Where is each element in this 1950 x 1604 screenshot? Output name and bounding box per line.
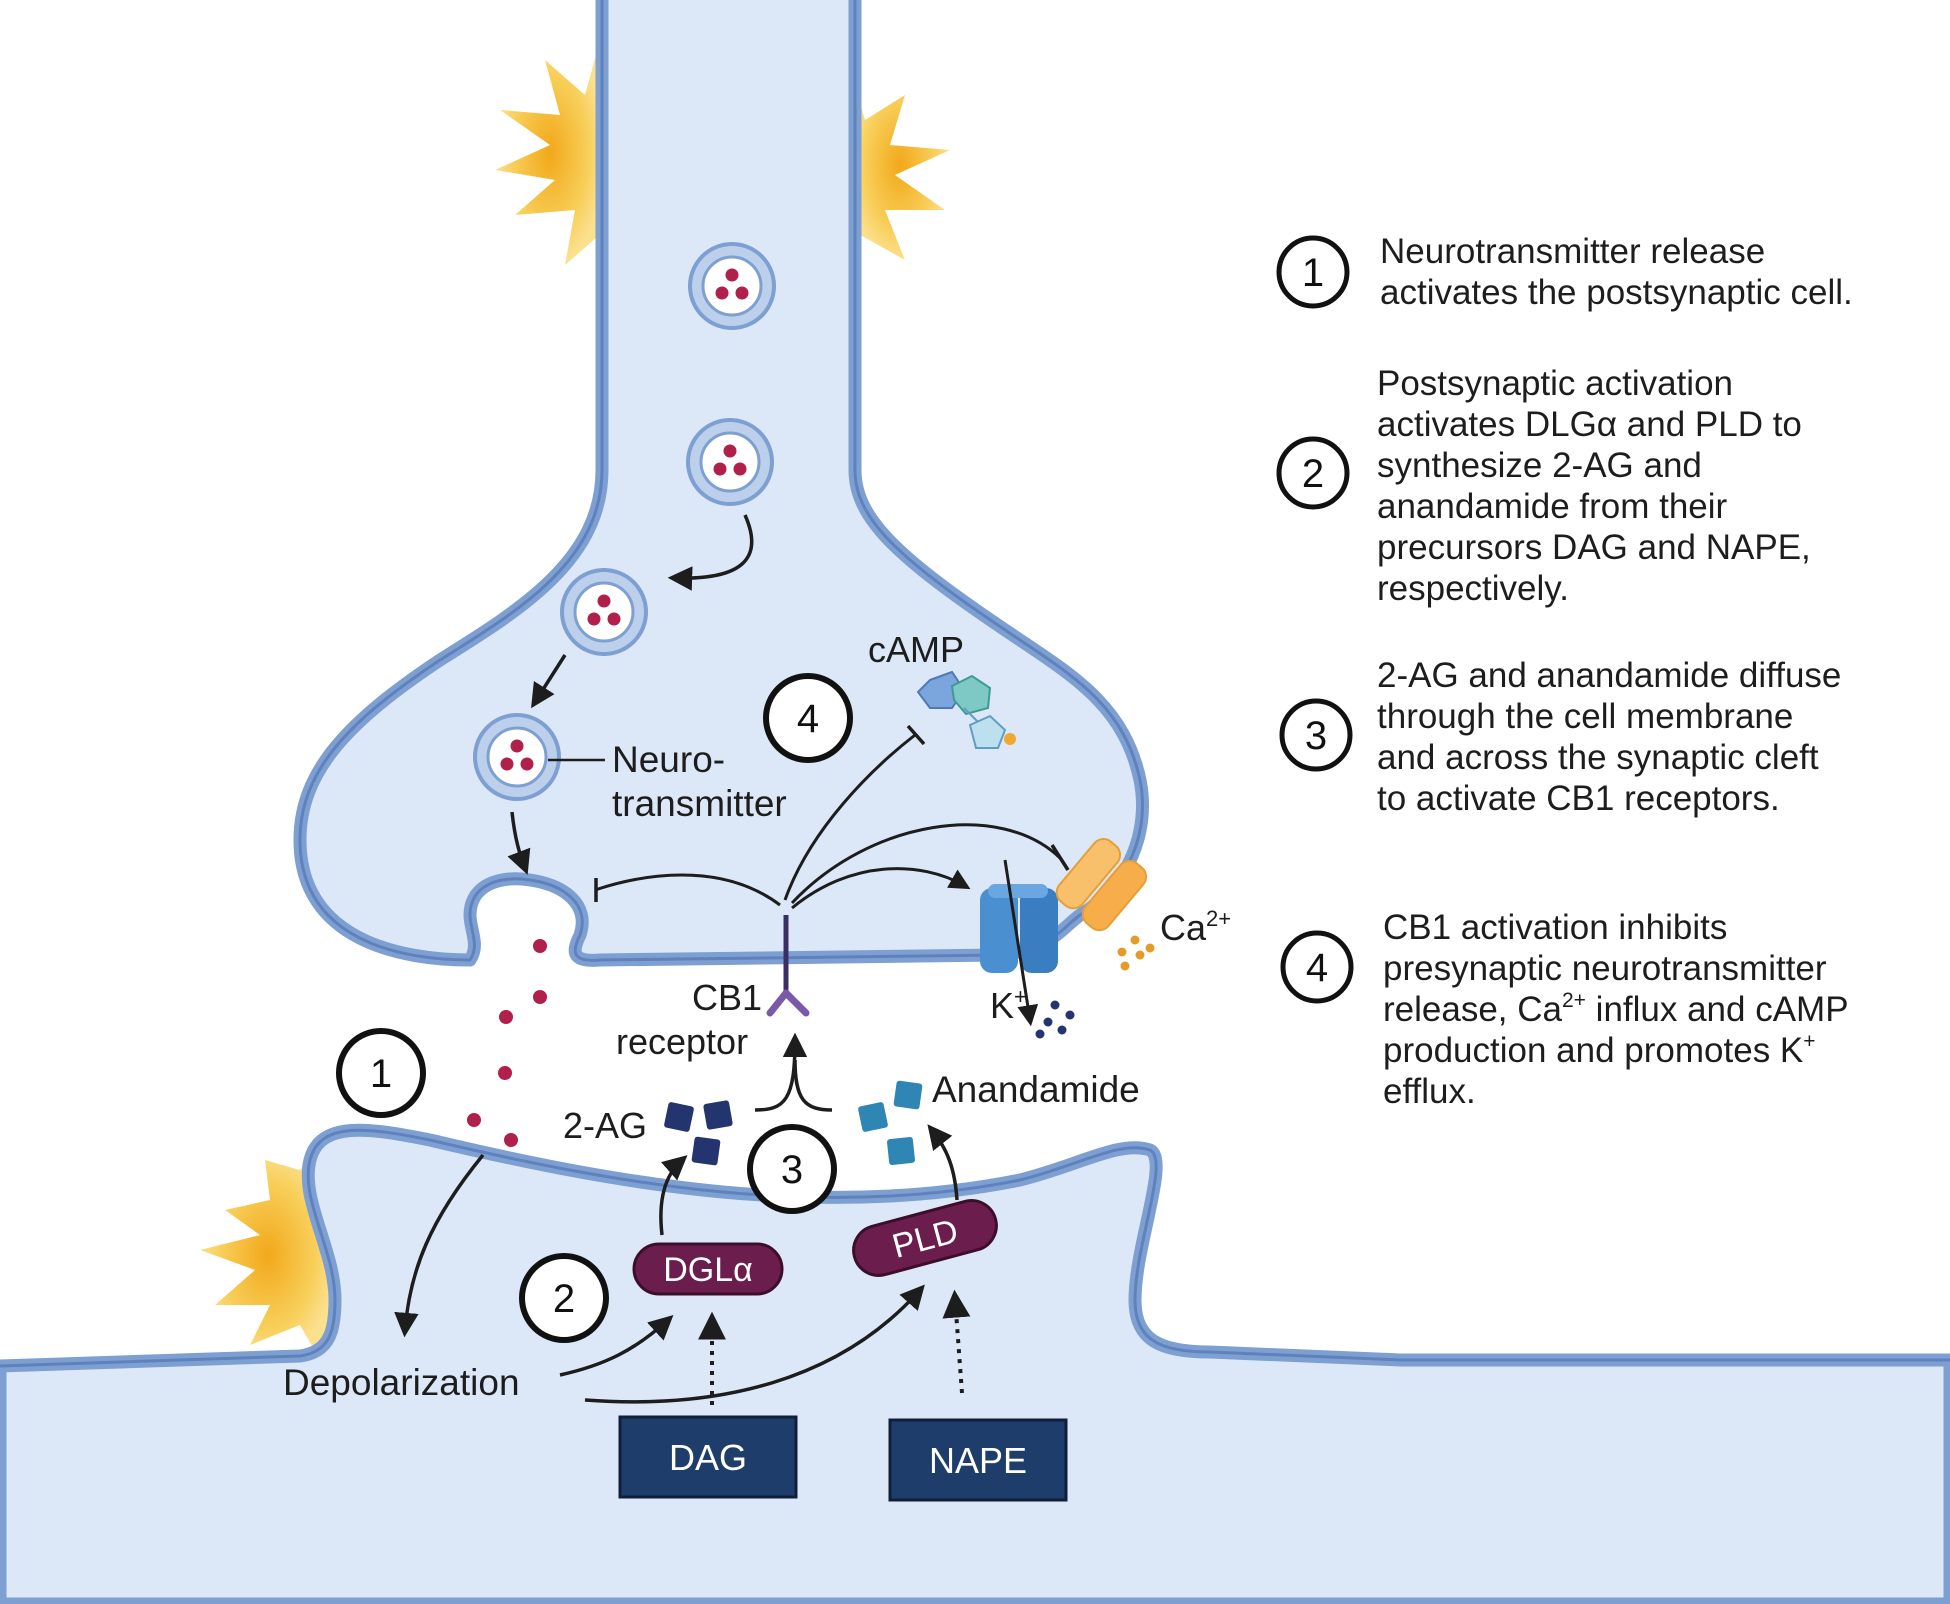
svg-text:2: 2 bbox=[1302, 452, 1324, 496]
vesicle-icon bbox=[560, 568, 648, 656]
neurotransmitter-dot bbox=[498, 1066, 512, 1080]
potassium-ions bbox=[1035, 1000, 1075, 1039]
dag-label: DAG bbox=[669, 1437, 747, 1478]
neurotransmitter-dot bbox=[533, 990, 547, 1004]
neurotransmitter-dot bbox=[467, 1113, 481, 1127]
cb1-label-1: CB1 bbox=[692, 977, 762, 1018]
nape-label: NAPE bbox=[929, 1440, 1027, 1481]
cb1-label-2: receptor bbox=[616, 1021, 748, 1062]
vesicle-icon bbox=[688, 242, 776, 330]
neurotransmitter-label-1: Neuro- bbox=[612, 739, 725, 780]
dag-box: DAG bbox=[618, 1415, 798, 1499]
svg-text:activates the postsynaptic cel: activates the postsynaptic cell. bbox=[1380, 273, 1853, 312]
svg-text:release, Ca2+ influx and cAMP: release, Ca2+ influx and cAMP bbox=[1383, 989, 1849, 1029]
nape-box: NAPE bbox=[888, 1418, 1068, 1502]
calcium-label: Ca2+ bbox=[1160, 906, 1231, 948]
depolarization-label: Depolarization bbox=[283, 1362, 520, 1403]
cb1-receptor-icon bbox=[766, 915, 810, 1017]
neurotransmitter-dot bbox=[510, 739, 524, 753]
svg-text:Neurotransmitter release: Neurotransmitter release bbox=[1380, 232, 1765, 271]
svg-text:production and promotes K+: production and promotes K+ bbox=[1383, 1030, 1816, 1070]
anandamide-label: Anandamide bbox=[932, 1069, 1140, 1110]
svg-text:presynaptic neurotransmitter: presynaptic neurotransmitter bbox=[1383, 949, 1827, 988]
neurotransmitter-dot bbox=[499, 1010, 513, 1024]
legend-item-3: 3 2-AG and anandamide diffuse through th… bbox=[1279, 656, 1841, 818]
svg-text:anandamide from their: anandamide from their bbox=[1377, 487, 1728, 526]
legend-item-2: 2 Postsynaptic activation activates DLGα… bbox=[1276, 364, 1811, 608]
arrow bbox=[927, 1124, 959, 1201]
arrow bbox=[394, 1153, 485, 1338]
legend: 1 Neurotransmitter release activates the… bbox=[1276, 232, 1853, 1111]
step-marker-2: 2 bbox=[519, 1253, 609, 1343]
vesicle-icon bbox=[473, 713, 561, 801]
neurotransmitter-dot bbox=[715, 286, 729, 300]
svg-text:2: 2 bbox=[553, 1277, 575, 1321]
svg-text:through the cell membrane: through the cell membrane bbox=[1377, 697, 1793, 736]
step-marker-3: 3 bbox=[747, 1124, 837, 1214]
anandamide-molecules bbox=[858, 1080, 923, 1165]
calcium-ions bbox=[1117, 935, 1155, 971]
spark-icon bbox=[850, 70, 950, 260]
svg-text:synthesize 2-AG and: synthesize 2-AG and bbox=[1377, 446, 1702, 485]
arrow bbox=[659, 1155, 688, 1236]
svg-text:1: 1 bbox=[370, 1052, 392, 1096]
neurotransmitter-dot bbox=[533, 939, 547, 953]
arrow bbox=[754, 1032, 808, 1112]
arrow bbox=[559, 1315, 674, 1377]
neurotransmitter-dot bbox=[607, 612, 621, 626]
pld-enzyme: PLD bbox=[852, 1199, 998, 1277]
spark-icon bbox=[200, 1150, 335, 1360]
neurotransmitter-dot bbox=[520, 757, 534, 771]
dgla-label: DGLα bbox=[663, 1251, 753, 1289]
neurotransmitter-dot bbox=[587, 612, 601, 626]
svg-text:precursors DAG and NAPE,: precursors DAG and NAPE, bbox=[1377, 528, 1811, 567]
neurotransmitter-dot bbox=[713, 462, 727, 476]
svg-text:Postsynaptic activation: Postsynaptic activation bbox=[1377, 364, 1733, 403]
svg-text:CB1 activation inhibits: CB1 activation inhibits bbox=[1383, 908, 1727, 947]
legend-item-4: 4 CB1 activation inhibits presynaptic ne… bbox=[1280, 908, 1849, 1111]
inhibit-arrow bbox=[594, 873, 781, 907]
spark-icon bbox=[495, 40, 605, 265]
calcium-channel-icon bbox=[1055, 838, 1148, 932]
svg-text:to activate CB1 receptors.: to activate CB1 receptors. bbox=[1377, 779, 1780, 818]
svg-text:4: 4 bbox=[797, 697, 819, 741]
neurotransmitter-label-2: transmitter bbox=[612, 783, 787, 824]
camp-label: cAMP bbox=[868, 629, 964, 670]
legend-item-1: 1 Neurotransmitter release activates the… bbox=[1276, 232, 1853, 312]
inhibit-arrow bbox=[790, 823, 1062, 905]
svg-text:4: 4 bbox=[1306, 946, 1328, 990]
arrow bbox=[531, 654, 567, 709]
svg-text:activates DLGα and PLD to: activates DLGα and PLD to bbox=[1377, 405, 1802, 444]
potassium-label: K+ bbox=[990, 984, 1027, 1026]
arrow bbox=[584, 1284, 925, 1404]
svg-text:and across the synaptic cleft: and across the synaptic cleft bbox=[1377, 738, 1819, 777]
vesicle-icon bbox=[686, 418, 774, 506]
neurotransmitter-dot bbox=[504, 1133, 518, 1147]
neurotransmitter-dot bbox=[733, 462, 747, 476]
neurotransmitter-dot bbox=[725, 268, 739, 282]
potassium-channel-icon bbox=[980, 859, 1058, 1027]
arrow bbox=[507, 811, 531, 875]
camp-icon bbox=[916, 670, 1016, 749]
inhibit-arrow bbox=[783, 733, 916, 901]
neurotransmitter-dot bbox=[723, 444, 737, 458]
step-marker-4: 4 bbox=[763, 673, 853, 763]
arrow bbox=[667, 514, 754, 591]
neurotransmitter-dot bbox=[500, 757, 514, 771]
neurotransmitter-dot bbox=[597, 594, 611, 608]
promote-arrow bbox=[791, 867, 971, 910]
svg-text:2-AG and anandamide diffuse: 2-AG and anandamide diffuse bbox=[1377, 656, 1841, 695]
svg-text:3: 3 bbox=[781, 1148, 803, 1192]
svg-text:1: 1 bbox=[1302, 251, 1324, 295]
dgla-enzyme: DGLα bbox=[632, 1242, 784, 1296]
svg-text:efflux.: efflux. bbox=[1383, 1072, 1476, 1111]
svg-text:3: 3 bbox=[1305, 714, 1327, 758]
step-marker-1: 1 bbox=[336, 1028, 426, 1118]
svg-text:respectively.: respectively. bbox=[1377, 569, 1569, 608]
neurotransmitter-dot bbox=[735, 286, 749, 300]
two-ag-label: 2-AG bbox=[563, 1105, 647, 1146]
two-ag-molecules bbox=[664, 1100, 733, 1166]
